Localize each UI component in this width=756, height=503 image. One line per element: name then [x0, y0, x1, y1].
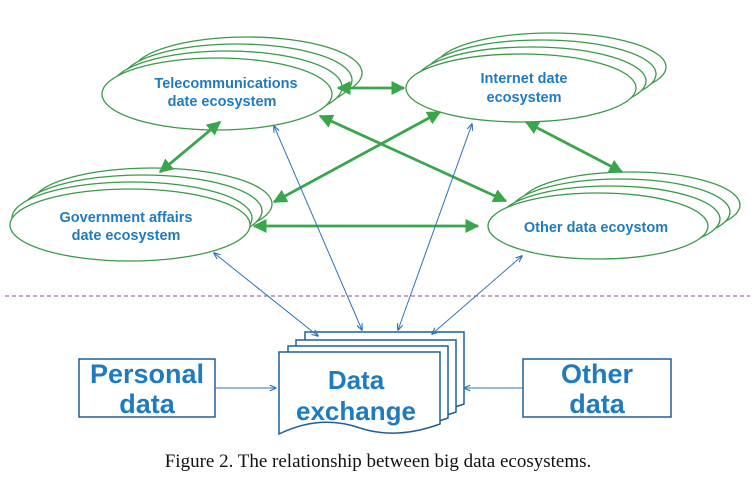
- data-exchange-front: [278, 351, 441, 436]
- data-exchange-line1: Data: [328, 365, 385, 395]
- telecom-label-line1: Telecommunications: [154, 76, 297, 92]
- other-data-line1: Other: [561, 359, 634, 389]
- link-telecom-government: [158, 120, 222, 174]
- other-ecosystem-ellipse: [487, 192, 709, 260]
- arrow-other-ecosystem-exchange: [432, 256, 522, 334]
- data-exchange-line2: exchange: [296, 396, 416, 426]
- government-label-line1: Government affairs: [60, 210, 193, 226]
- government-ellipse: [9, 188, 251, 262]
- other-data-line2: data: [569, 389, 626, 419]
- personal-data-line2: data: [119, 389, 176, 419]
- internet-ellipse: [405, 53, 637, 123]
- government-label-line2: date ecosystem: [72, 228, 181, 244]
- arrow-telecom-exchange: [274, 126, 362, 330]
- link-internet-other: [524, 120, 624, 174]
- government-ecosystem: Government affairs date ecosystem: [9, 167, 273, 262]
- telecom-ecosystem: Telecommunications date ecosystem: [101, 36, 363, 131]
- personal-data-box: Personal data: [78, 358, 216, 419]
- data-exchange-box: Data exchange: [278, 331, 465, 436]
- link-internet-government: [272, 110, 442, 204]
- exchange-links: [214, 124, 523, 388]
- arrow-government-exchange: [214, 253, 318, 336]
- internet-label-line1: Internet date: [480, 71, 567, 87]
- other-data-box: Other data: [522, 358, 672, 419]
- internet-ecosystem: Internet date ecosystem: [405, 32, 667, 123]
- other-ecosystem-label: Other data ecoystom: [524, 220, 668, 236]
- figure-caption: Figure 2. The relationship between big d…: [164, 451, 592, 472]
- telecom-label-line2: date ecosystem: [168, 94, 277, 110]
- ecosystem-diagram: Telecommunications date ecosystem Intern…: [5, 32, 750, 436]
- personal-data-line1: Personal: [90, 359, 204, 389]
- arrow-internet-exchange: [398, 124, 472, 330]
- link-telecom-other: [318, 114, 508, 203]
- internet-label-line2: ecosystem: [487, 90, 562, 106]
- other-ecosystem: Other data ecoystom: [487, 171, 741, 260]
